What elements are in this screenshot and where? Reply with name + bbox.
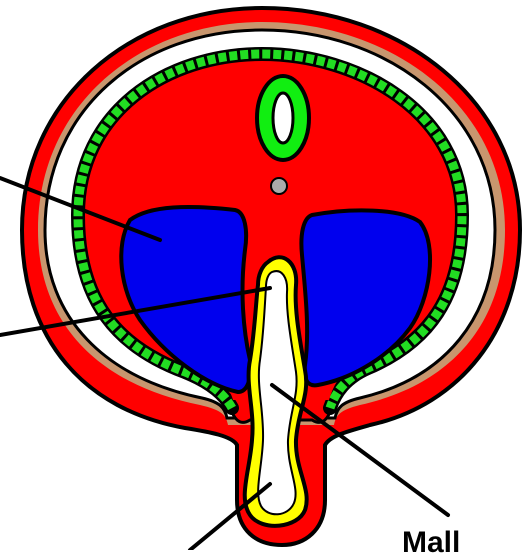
center-dot xyxy=(271,178,287,194)
clipped-label: Mall xyxy=(402,528,460,558)
green-oval-center xyxy=(273,93,293,143)
